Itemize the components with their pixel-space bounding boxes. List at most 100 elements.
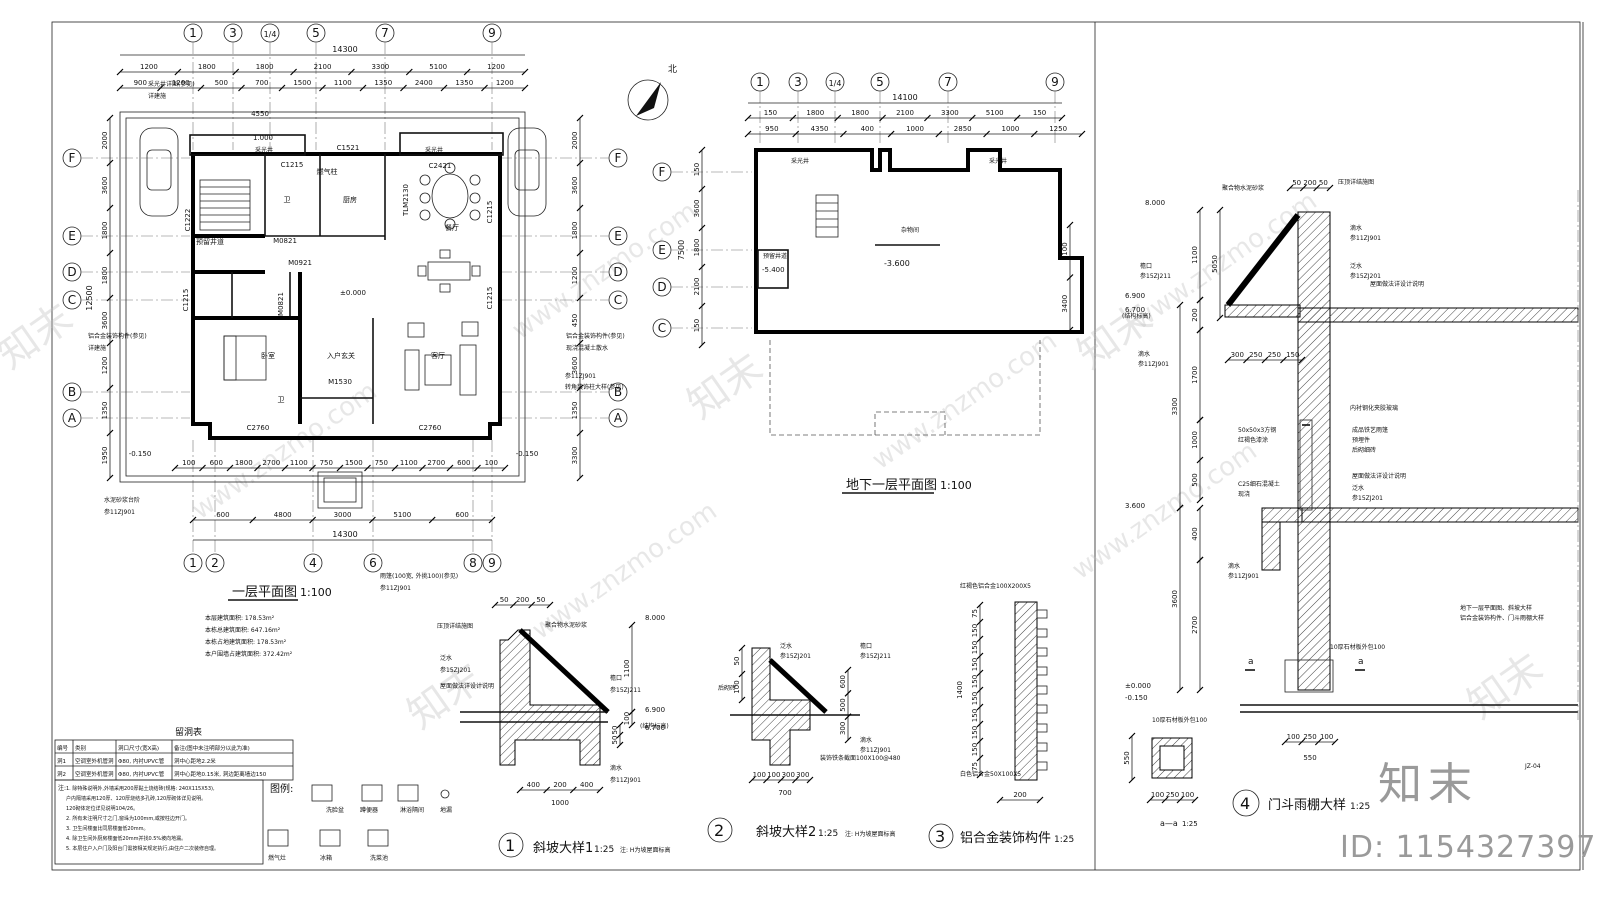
reserve-td-1-3: 洞中心距地0.15米, 洞边距离墙边150 <box>174 770 267 778</box>
detail1-note: 注: H为坡屋面标高 <box>620 846 670 854</box>
notes-line-5: 4. 除卫生间外厨房楼面低20mm并找0.5%坡向地漏。 <box>66 835 186 842</box>
detail3-dim-parts-0: 75 <box>971 609 979 618</box>
detail1-label-5: 檐口 <box>610 674 622 682</box>
detail3-dim-parts-4: 150 <box>971 675 979 688</box>
reserve-td-0-3: 洞中心距地2.2米 <box>174 757 216 765</box>
plan1-dim-top-r2-8: 1350 <box>455 79 473 87</box>
basement-axis-top-3-label: 5 <box>876 75 884 89</box>
detail2-dim-bot-1: 100 <box>767 771 780 779</box>
watermark-url-2: www.znzmo.com <box>507 196 703 346</box>
detail4-label-1: 压顶详结施图 <box>1338 178 1374 186</box>
reserve-td-1-0: 洞2 <box>57 770 66 778</box>
reserve-td-0-0: 洞1 <box>57 757 66 765</box>
detail1-dim-top-0: 50 <box>500 596 509 604</box>
detail2-dim-right-1: 500 <box>839 698 847 711</box>
legend-symbol-1 <box>361 784 383 802</box>
reserve-td-0-2: Φ80, 内衬UPVC管 <box>118 757 165 765</box>
detail3-slats <box>1036 609 1048 771</box>
detail4-label-24: 参11ZJ901 <box>1228 572 1259 580</box>
slat-0 <box>1036 609 1048 619</box>
detail1-label-7: 滴水 <box>610 764 622 772</box>
plan1-axis-left-2-label: D <box>67 265 76 279</box>
car-right <box>507 127 547 217</box>
plan1-opening-7: C1215 <box>182 289 190 312</box>
plan1-dim-right-4: 450 <box>571 314 579 327</box>
detail2-dim-bot-3: 300 <box>796 771 809 779</box>
entry-steps <box>317 471 363 509</box>
plan1-opening-1: C1521 <box>337 144 360 152</box>
plan1-dim-bot-r1-2: 1800 <box>235 459 253 467</box>
plan1-elev-2: -0.150 <box>129 450 152 458</box>
basement-axis-top-1-label: 3 <box>794 75 802 89</box>
detail3-dim-parts-6: 150 <box>971 709 979 722</box>
basement-dim-r1-4: 3300 <box>941 109 959 117</box>
plan1-dim-right-2: 1800 <box>571 222 579 240</box>
basement-axis-top-4-label: 7 <box>944 75 952 89</box>
plan1-axis-bottom-4-label: 8 <box>469 556 477 570</box>
slat-3 <box>1036 666 1048 676</box>
plan1-dim-bot-r1-10: 600 <box>457 459 470 467</box>
detail4-dim-l8-0: 2700 <box>1191 616 1199 634</box>
plan1-axis-bottom-4 <box>463 553 483 573</box>
plan1-axis-top-2-label: 1/4 <box>264 30 277 39</box>
plan1-axis-right-1-label: E <box>614 229 622 243</box>
site-wall-inner <box>125 117 520 477</box>
detail4-label-3: 参11ZJ901 <box>1350 234 1381 242</box>
plan1-dim-top-r2-5: 1100 <box>334 79 352 87</box>
notes-title: 注: <box>58 784 66 792</box>
detail4-dim-l0-0: 1100 <box>1191 246 1199 264</box>
plan1-opening-6: M0821 <box>277 292 285 316</box>
detail4-label-5: 参15ZJ211 <box>1140 272 1171 280</box>
basement-dim-r1-1: 1800 <box>806 109 824 117</box>
detail4-elev-0: 8.000 <box>1145 199 1165 207</box>
svg-text:北: 北 <box>668 64 677 75</box>
plan1-dim-top-r2-1: 1200 <box>172 79 190 87</box>
basement-dim-r2-0: 950 <box>765 125 778 133</box>
legend-label-6: 洗菜池 <box>370 854 388 862</box>
detail1-elev-1: 6.900 <box>645 706 665 714</box>
resource-id: ID: 1154327397 <box>1340 830 1597 865</box>
plan1-axis-bottom-5-label: 9 <box>488 556 496 570</box>
legend-label-4: 燃气灶 <box>268 854 286 862</box>
plan1-dim-top-r2-0: 900 <box>134 79 147 87</box>
basement-dim-r1-6: 150 <box>1033 109 1046 117</box>
basement-dim-r2-3: 1000 <box>906 125 924 133</box>
stair <box>199 179 251 231</box>
basement-dim-left-0: 150 <box>693 163 701 176</box>
notes-line-6: 5. 本层住户入户门及阳台门需按相关规定执行,由住户二次装修自理。 <box>66 845 219 852</box>
basement-dim-r2-5: 1000 <box>1002 125 1020 133</box>
plan1-axis-bottom-0-label: 1 <box>189 556 197 570</box>
basement-dim-left-3: 2100 <box>693 278 701 296</box>
watermark-logo-5: 知末 <box>1459 645 1551 729</box>
plan1-dim-bot-r1-4: 1100 <box>290 459 308 467</box>
detail4-label-6: 泛水 <box>1350 262 1362 270</box>
plan1-dim-top-r2-7: 2400 <box>415 79 433 87</box>
detail2-label-5: 滴水 <box>860 736 872 744</box>
plan1-opening-12: C1215 <box>486 201 494 224</box>
legend-label-2: 淋浴隔间 <box>400 806 424 814</box>
slat-8 <box>1036 761 1048 771</box>
plan1-dim-right-0: 2000 <box>571 132 579 150</box>
basement-dim-r2-1: 4350 <box>811 125 829 133</box>
light-well-left <box>189 134 306 156</box>
plan1-opening-4: M0821 <box>273 237 297 245</box>
plan1-dim-bot-r1-7: 750 <box>375 459 388 467</box>
detail4-dim-bot-2: 100 <box>1320 733 1333 741</box>
detail2-dim-left-0: 50 <box>733 657 741 666</box>
plan1-callouts: 采光井详图(参见)详建施铝合金装饰构件(参见)详建施铝合金装饰构件(参见)现浇混… <box>88 80 625 592</box>
plan1-callout-10: 雨篷(100宽, 外挑100)(参见) <box>380 572 458 580</box>
basement-dim-r2-6: 1250 <box>1049 125 1067 133</box>
legend-label-0: 洗脸盆 <box>326 806 344 814</box>
detail4-label-21: 泛水 <box>1352 484 1364 492</box>
detail3-dim-bot-0: 200 <box>1013 791 1026 799</box>
plan1-axis-right-4-label: B <box>614 385 622 399</box>
detail3-dim-parts-5: 150 <box>971 692 979 705</box>
plan1-dim-bot-total: 14300 <box>332 530 357 539</box>
basement-stair <box>815 194 839 238</box>
detail2-label-7: 装饰铁条截面100X100@480 <box>820 754 901 762</box>
plan1-dim-right-7: 3300 <box>571 447 579 465</box>
dining-table <box>419 162 481 230</box>
basement-axis-side-3-label: C <box>658 321 666 335</box>
